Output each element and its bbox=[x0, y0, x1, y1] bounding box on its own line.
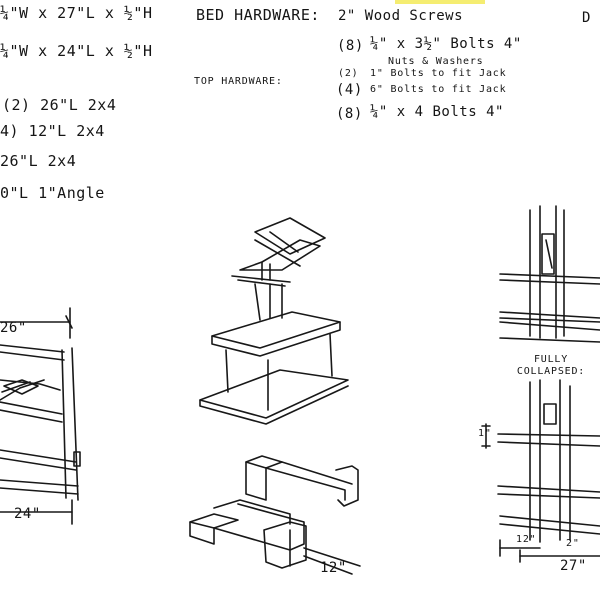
top-hardware-qty-3: (8) bbox=[336, 106, 363, 122]
bed-hardware-item-2: Nuts & Washers bbox=[388, 56, 484, 67]
bed-hardware-qty-1: (8) bbox=[337, 38, 364, 54]
dim-right-small: 12" bbox=[516, 534, 537, 545]
top-hardware-item-1: 1" Bolts to fit Jack bbox=[370, 68, 507, 79]
cut-list-item-2: ¼"W x 24"L x ½"H bbox=[0, 42, 153, 60]
cut-list-item-5: 26"L 2x4 bbox=[0, 152, 77, 170]
top-hardware-qty-2: (4) bbox=[336, 82, 363, 98]
dim-right-small-2: 2" bbox=[566, 538, 580, 549]
cut-list-item-1: ¼"W x 27"L x ½"H bbox=[0, 4, 153, 22]
corner-label: D bbox=[582, 10, 591, 26]
dim-left-bottom: 24" bbox=[14, 506, 41, 522]
bed-hardware-item-1: ¼" x 3½" Bolts 4" bbox=[370, 36, 522, 52]
top-hardware-heading: TOP HARDWARE: bbox=[194, 76, 283, 87]
dim-right-bottom: 27" bbox=[560, 558, 587, 574]
highlighter-mark bbox=[395, 0, 485, 4]
right-top-sketch bbox=[499, 205, 600, 343]
bed-hardware-heading: BED HARDWARE: bbox=[196, 6, 320, 24]
cut-list-item-6: 0"L 1"Angle bbox=[0, 184, 105, 202]
left-frame-sketch bbox=[0, 307, 81, 525]
top-hardware-item-2: 6" Bolts to fit Jack bbox=[370, 84, 507, 95]
top-hardware-item-3: ¼" x 4 Bolts 4" bbox=[370, 104, 504, 120]
top-hardware-qty-1: (2) bbox=[338, 68, 359, 79]
bed-hardware-screws: 2" Wood Screws bbox=[338, 8, 464, 24]
center-top-sketch bbox=[199, 217, 349, 425]
dim-left-top: 26" bbox=[0, 320, 27, 336]
center-base-sketch bbox=[189, 455, 361, 575]
right-bottom-sketch bbox=[481, 379, 600, 563]
cut-list-item-4: 4) 12"L 2x4 bbox=[0, 122, 105, 140]
cut-list-item-3: (2) 26"L 2x4 bbox=[2, 96, 117, 114]
fully-collapsed-label: FULLY COLLAPSED: bbox=[516, 354, 586, 377]
dim-right-side: 1" bbox=[478, 428, 492, 439]
